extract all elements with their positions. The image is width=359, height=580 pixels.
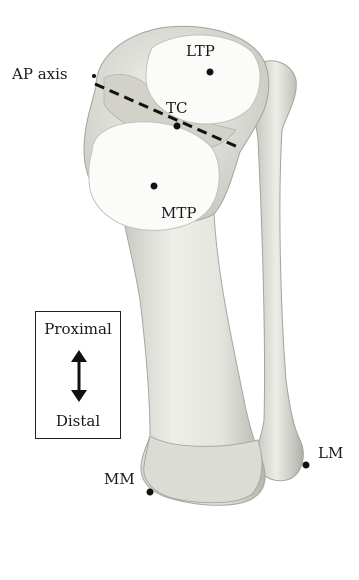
mtp-point: [151, 183, 158, 190]
orientation-legend: Proximal Distal: [35, 311, 121, 439]
tc-label: TC: [166, 99, 187, 117]
legend-proximal-label: Proximal: [36, 320, 120, 338]
ap-axis-end-point: [92, 74, 96, 78]
mm-point: [147, 489, 154, 496]
ltp-label: LTP: [186, 42, 215, 60]
tc-point: [174, 123, 181, 130]
lm-label: LM: [318, 444, 343, 462]
double-arrow-icon: [66, 350, 92, 402]
medial-tibial-plateau: [89, 122, 220, 231]
legend-distal-label: Distal: [36, 412, 120, 430]
ap-axis-label: AP axis: [11, 65, 68, 83]
mm-label: MM: [104, 470, 135, 488]
mtp-label: MTP: [161, 204, 196, 222]
fibula: [250, 61, 304, 481]
ltp-point: [207, 69, 214, 76]
tibia-shaft: [122, 210, 265, 505]
lm-point: [303, 462, 310, 469]
